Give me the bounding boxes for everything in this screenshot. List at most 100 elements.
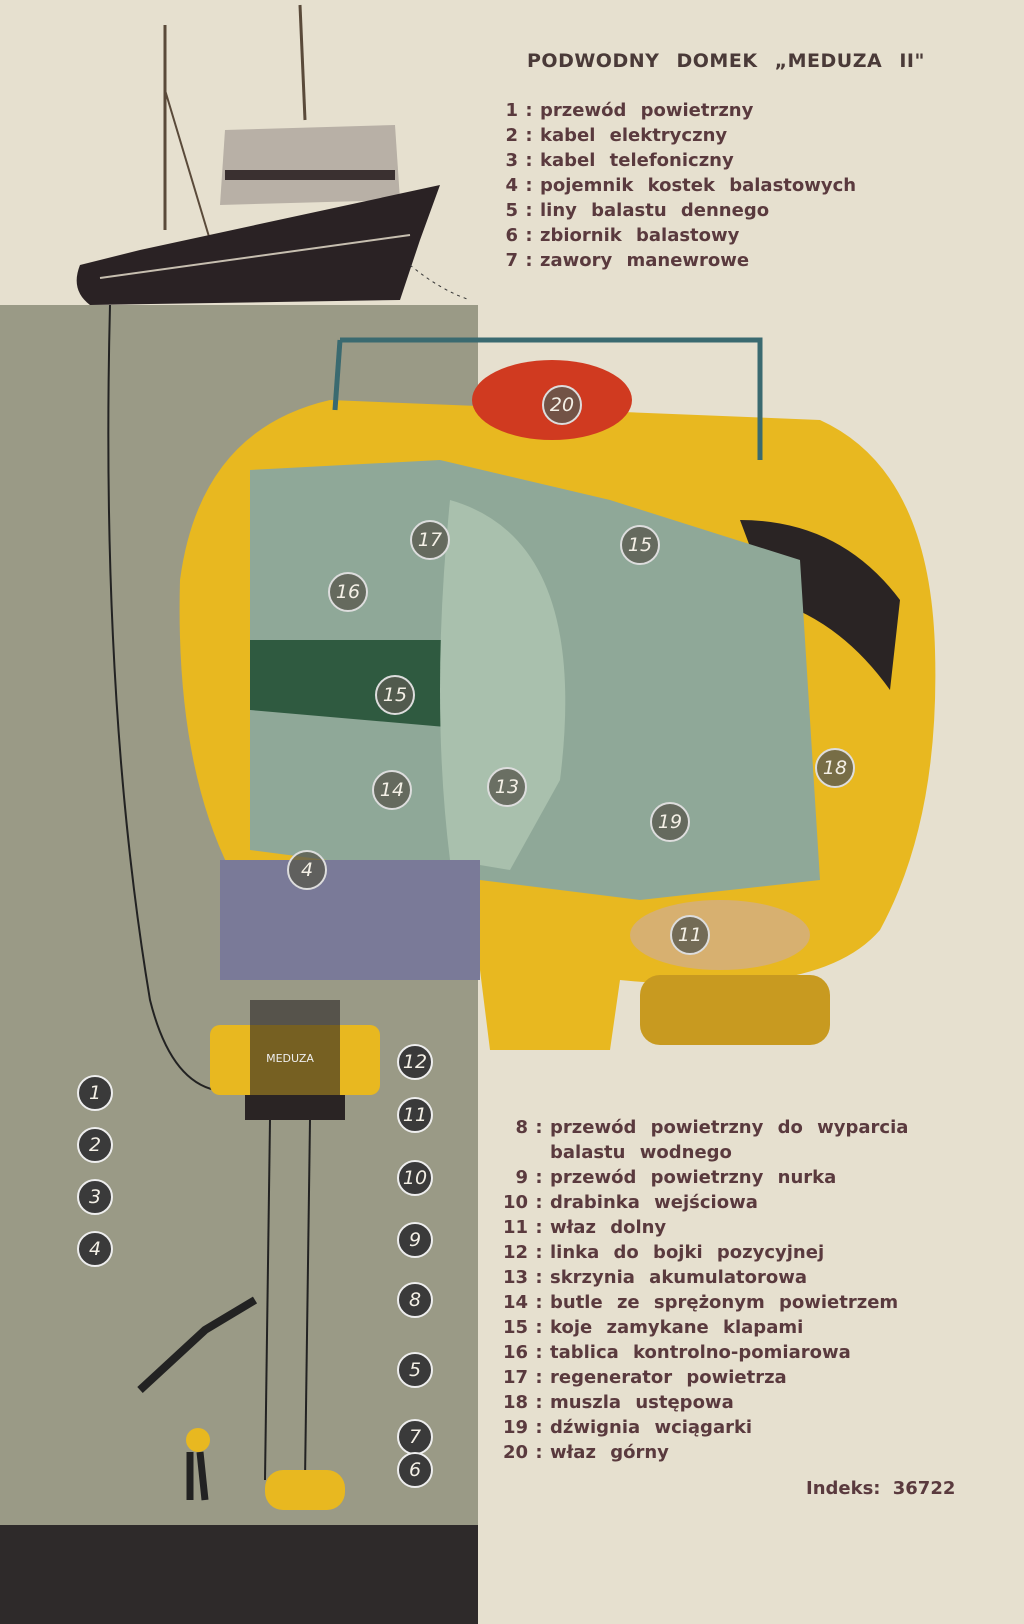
callout-number: 19 (658, 811, 682, 833)
legend-text: zawory manewrowe (540, 250, 750, 271)
legend-text: dźwignia wciągarki (550, 1417, 753, 1438)
legend-separator: : (535, 1317, 543, 1338)
callout-number: 6 (409, 1459, 421, 1481)
callout-3: 3 (77, 1179, 113, 1215)
legend-text: przewód powietrzny (540, 100, 754, 121)
legend-text: drabinka wejściowa (550, 1192, 758, 1213)
legend-item: 5:liny balastu dennego (490, 198, 856, 223)
legend-number: 4 (505, 175, 518, 196)
index-number: Indeks: 36722 (806, 1478, 956, 1499)
callout-11: 11 (397, 1097, 433, 1133)
legend-separator: : (535, 1217, 543, 1238)
legend-item: 11:właz dolny (490, 1215, 908, 1240)
callout-number: 16 (336, 581, 360, 603)
callout-15: 15 (375, 675, 415, 715)
legend-text: muszla ustępowa (550, 1392, 734, 1413)
legend-item: 14:butle ze sprężonym powietrzem (490, 1290, 908, 1315)
callout-number: 4 (301, 859, 313, 881)
meduza-capsule-cutaway (179, 337, 936, 1050)
legend-item: 17:regenerator powietrza (490, 1365, 908, 1390)
legend-separator: : (535, 1442, 543, 1463)
legend-separator: : (535, 1192, 543, 1213)
legend-text: kabel elektryczny (540, 125, 728, 146)
air-hose (107, 304, 216, 1091)
legend-number: 15 (502, 1317, 528, 1338)
callout-number: 12 (403, 1051, 427, 1073)
callout-19: 19 (650, 802, 690, 842)
legend-item: 20: właz górny (490, 1440, 908, 1465)
callout-12: 12 (397, 1044, 433, 1080)
legend-number: 13 (502, 1267, 528, 1288)
legend-text: przewód powietrzny do wyparcia (550, 1117, 909, 1138)
ship (76, 4, 441, 305)
legend-text: kabel telefoniczny (540, 150, 734, 171)
legend-separator: : (525, 225, 533, 246)
legend-separator: : (525, 200, 533, 221)
legend-text: właz dolny (550, 1217, 667, 1238)
legend-number: 6 (505, 225, 518, 246)
callout-1: 1 (77, 1075, 113, 1111)
legend-number: 16 (502, 1342, 528, 1363)
legend-item: 3:kabel telefoniczny (490, 148, 856, 173)
callout-13: 13 (487, 767, 527, 807)
legend-text: linka do bojki pozycyjnej (550, 1242, 825, 1263)
callout-18: 18 (815, 748, 855, 788)
svg-text:MEDUZA: MEDUZA (266, 1052, 314, 1065)
legend-number: 20 (502, 1442, 528, 1463)
callout-number: 3 (89, 1186, 101, 1208)
callout-14: 14 (372, 770, 412, 810)
legend-item: 7:zawory manewrowe (490, 248, 856, 273)
legend-text: koje zamykane klapami (550, 1317, 804, 1338)
legend-number: 7 (505, 250, 518, 271)
callout-number: 2 (89, 1134, 101, 1156)
legend-item: 18:muszla ustępowa (490, 1390, 908, 1415)
callout-number: 20 (550, 394, 574, 416)
legend-number: 14 (502, 1292, 528, 1313)
legend-separator: : (535, 1242, 543, 1263)
legend-item: 1:przewód powietrzny (490, 98, 856, 123)
legend-separator: : (535, 1267, 543, 1288)
legend-separator: : (525, 175, 533, 196)
callout-15: 15 (620, 525, 660, 565)
callout-9: 9 (397, 1222, 433, 1258)
legend-item: 4: pojemnik kostek balastowych (490, 173, 856, 198)
legend-number: 10 (502, 1192, 528, 1213)
legend-number: 1 (505, 100, 518, 121)
legend-item: 9:przewód powietrzny nurka (490, 1165, 908, 1190)
callout-number: 18 (823, 757, 847, 779)
legend-text: pojemnik kostek balastowych (540, 175, 857, 196)
legend-text: przewód powietrzny nurka (550, 1167, 837, 1188)
callout-2: 2 (77, 1127, 113, 1163)
callout-17: 17 (410, 520, 450, 560)
callout-5: 5 (397, 1352, 433, 1388)
legend-text: zbiornik balastowy (540, 225, 740, 246)
legend-separator: : (535, 1342, 543, 1363)
legend-number: 2 (505, 125, 518, 146)
legend-number: 18 (502, 1392, 528, 1413)
legend-item: 6: zbiornik balastowy (490, 223, 856, 248)
legend-item: 10: drabinka wejściowa (490, 1190, 908, 1215)
legend-text: skrzynia akumulatorowa (550, 1267, 807, 1288)
callout-7: 7 (397, 1419, 433, 1455)
legend-text: tablica kontrolno-pomiarowa (550, 1342, 851, 1363)
callout-10: 10 (397, 1160, 433, 1196)
legend-item: 8:przewód powietrzny do wyparcia (490, 1115, 908, 1140)
callout-number: 11 (678, 924, 702, 946)
legend-separator: : (535, 1167, 543, 1188)
legend-separator: : (535, 1117, 543, 1138)
legend-number: 12 (502, 1242, 528, 1263)
legend-separator: : (535, 1292, 543, 1313)
callout-number: 11 (403, 1104, 427, 1126)
callout-number: 15 (383, 684, 407, 706)
callout-8: 8 (397, 1282, 433, 1318)
legend-separator: : (535, 1417, 543, 1438)
legend-text: właz górny (550, 1442, 669, 1463)
divers (137, 1296, 258, 1501)
legend-item: 13: skrzynia akumulatorowa (490, 1265, 908, 1290)
legend-number: 19 (502, 1417, 528, 1438)
callout-number: 10 (403, 1167, 427, 1189)
legend-separator: : (525, 150, 533, 171)
callout-number: 5 (409, 1359, 421, 1381)
